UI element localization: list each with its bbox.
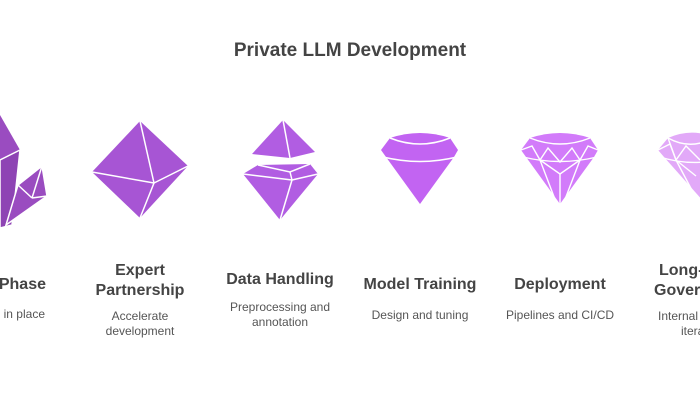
stage-1-desc: in place (3, 307, 45, 321)
stage-3-title: Data Handling (226, 271, 334, 288)
stage-3-desc-line-2: annotation (251, 315, 309, 329)
diagram-title: Private LLM Development (233, 40, 467, 61)
stage-1-title: Phase (0, 276, 46, 293)
stage-6-title-line-2: Gover (654, 282, 700, 299)
stage-6-desc-line-2: itera (681, 324, 700, 338)
octahedron-icon (91, 120, 189, 219)
stage-3-desc-line-1: Preprocessing and (229, 300, 331, 314)
stage-4-title: Model Training (363, 276, 477, 293)
stage-6-title-line-1: Long- (659, 262, 700, 279)
split-gem-icon (242, 119, 319, 221)
crystal-cluster-icon (0, 115, 48, 229)
stage-5-title: Deployment (514, 276, 606, 293)
stage-4-desc: Design and tuning (371, 308, 469, 322)
faceted-diamond-icon (657, 132, 700, 199)
cone-gem-icon (381, 133, 458, 204)
stage-2-desc-line-2: development (105, 324, 175, 338)
brilliant-gem-icon (520, 133, 599, 204)
stage-2-title-line-2: Partnership (95, 282, 185, 299)
stage-2-title-line-1: Expert (115, 262, 165, 279)
stage-6-desc-line-1: Internal (658, 309, 699, 323)
stage-2-desc-line-1: Accelerate (111, 309, 169, 323)
stage-5-desc: Pipelines and CI/CD (505, 308, 615, 322)
